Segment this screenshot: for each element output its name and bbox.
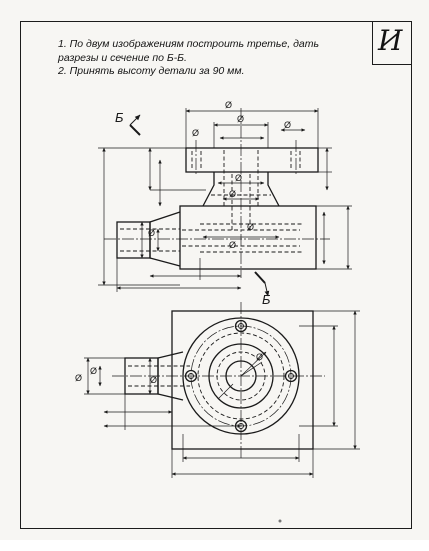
svg-text:Ø: Ø — [192, 128, 199, 138]
front-pipe — [116, 221, 151, 259]
variant-box — [372, 21, 412, 65]
svg-text:Ø: Ø — [229, 240, 236, 250]
variant-letter: И — [378, 24, 403, 57]
front-neck — [202, 172, 280, 207]
svg-text:Ø: Ø — [229, 189, 236, 199]
top-dimensions — [84, 310, 360, 478]
front-view — [116, 147, 319, 270]
diameter-symbols: Ø Ø Ø Ø Ø Ø Ø Ø Ø Ø Ø Ø Ø — [75, 100, 291, 385]
front-dimensions — [98, 108, 352, 292]
page-bottom-margin — [0, 540, 429, 551]
task-text: 1. По двум изображениям построить третье… — [58, 38, 358, 79]
drawing-frame — [20, 21, 412, 529]
section-label-bottom: Б — [262, 292, 271, 307]
svg-text:Ø: Ø — [150, 375, 157, 385]
svg-text:Ø: Ø — [235, 173, 242, 183]
svg-text:Ø: Ø — [256, 352, 263, 362]
task-line-2: разрезы и сечение по Б-Б. — [58, 51, 187, 64]
paper-speck — [278, 519, 282, 523]
front-flange — [185, 147, 319, 173]
section-marker-top: Б — [115, 110, 141, 136]
svg-text:Ø: Ø — [247, 222, 254, 232]
svg-text:Ø: Ø — [225, 100, 232, 110]
top-base-plate — [171, 310, 314, 450]
svg-text:Ø: Ø — [237, 114, 244, 124]
task-line-3: 2. Принять высоту детали за 90 мм. — [58, 65, 245, 77]
task-line-1: 1. По двум изображениям построить третье… — [58, 38, 320, 50]
svg-text:Ø: Ø — [90, 366, 97, 376]
svg-text:Ø: Ø — [148, 228, 155, 238]
top-center-lines — [112, 302, 325, 458]
front-body — [179, 205, 317, 270]
section-marker-bottom: Б — [254, 271, 271, 307]
svg-text:Ø: Ø — [75, 373, 82, 383]
section-label-top: Б — [115, 110, 124, 125]
svg-text:Ø: Ø — [284, 120, 291, 130]
